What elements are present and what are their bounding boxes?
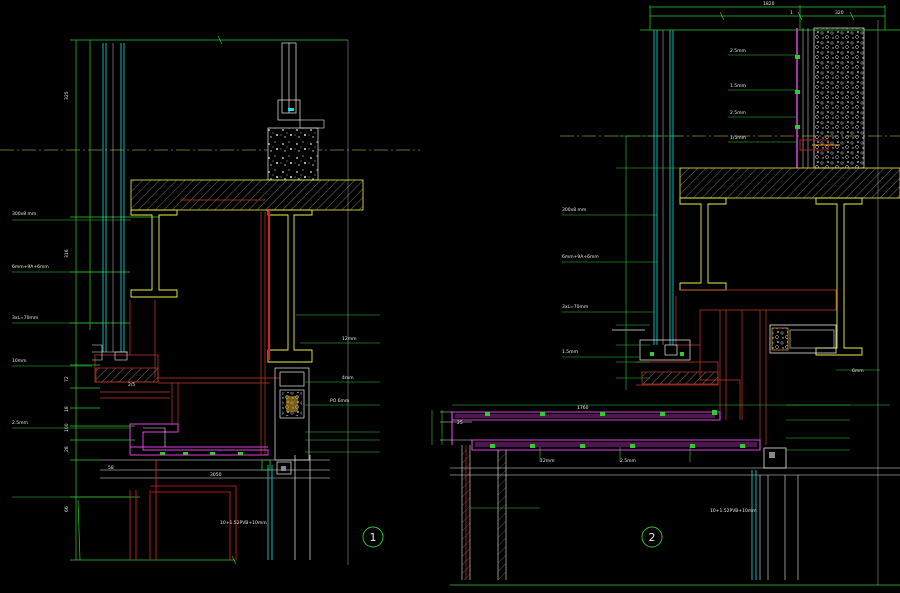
floor-slab-1 [130,179,364,211]
dim-chain-left-1 [70,35,348,565]
lower-frame-1 [129,460,237,560]
dim-2-top-2: 320 [835,10,844,16]
note-1-right-3: PO 6mm [330,398,349,404]
steel-beam-left-1 [130,209,178,298]
leaders-left-1 [12,219,131,498]
detail-marker-1 [362,526,384,548]
note-1-left-0: 300x8 mm [12,211,36,217]
note-2-left-3: 1.5mm [562,349,578,355]
dim-1-h0: 2/5 [128,382,135,388]
soffit-panel-2 [451,411,761,451]
floor-slab-2 [679,167,900,199]
dim-1-v1: 316 [64,249,70,258]
note-1-left-3: 10mm [12,358,27,364]
masonry-wall-2 [813,27,865,169]
dim-chain-left-2 [616,135,680,390]
note-2-left-2: 3xL=70mm [562,304,588,310]
note-1-right-2: 4mm [342,375,354,381]
dim-1-h3: 3050 [210,472,222,478]
note-2-right-0: 6mm [852,368,864,374]
detail-marker-2 [641,526,663,548]
dim-2-h0: 25 [457,420,463,426]
dim-2-h1: 1760 [577,405,589,411]
dim-1-v3: 18 [64,406,70,412]
upper-window-frame [277,42,301,121]
note-2-bottom-1: 2.5mm [620,458,636,464]
note-1-left-1: 6mm+9A+6mm [12,264,49,270]
leaders-wall-2 [728,54,797,143]
detail-2: 1820 1 320 2.5mm 1.5mm 2.5mm [431,1,900,586]
dim-1-v2: 72 [64,376,70,382]
dim-1-v8: 66 [64,506,70,512]
note-1-right-1: 12mm [342,336,357,342]
dim-2-top-1: 1 [790,10,793,16]
steel-beam-right-2 [815,197,863,356]
dim-chain-top-2 [649,5,886,30]
note-2-bottom-3: 10+1.52PVB+10mm [710,508,757,514]
note-1-left-4: 2.5mm [12,420,28,426]
steel-beam-left-2 [679,197,727,291]
note-2-left-1: 6mm+9A+6mm [562,254,599,260]
detail-marker-1-label: 1 [370,531,377,544]
detail-marker-2-label: 2 [649,531,656,544]
dim-2-top-0: 1820 [763,1,775,7]
concrete-block-1 [267,127,319,181]
note-1-bottom: 10+1.52PVB+10mm [220,520,267,526]
note-2-left-0: 300x8 mm [562,207,586,213]
lower-mullion-1 [274,367,311,560]
dim-1-h1: 58 [108,465,114,471]
note-2-wall-1: 1.5mm [730,83,746,89]
note-2-wall-3: 1/5mm [730,135,746,141]
dim-1-v0: 325 [64,91,70,100]
dim-1-v5: 28 [64,446,70,452]
sill-1 [129,423,269,456]
leaders-right-1 [296,314,380,453]
glass-mullion-2 [653,30,674,345]
note-1-left-2: 3xL=70mm [12,315,38,321]
leaders-left-2 [562,214,657,358]
cladding-1 [94,199,280,455]
cladding-2 [636,289,837,445]
dim-1-v4: 100 [64,423,70,432]
detail-1: 325 316 72 18 100 28 66 [0,35,420,565]
note-2-wall-0: 2.5mm [730,48,746,54]
leaders-right-2 [786,369,880,451]
note-2-wall-2: 2.5mm [730,110,746,116]
note-2-bottom-0: 12mm [540,458,555,464]
steel-beam-right-1 [267,209,313,363]
glass-mullion-1 [102,43,125,352]
